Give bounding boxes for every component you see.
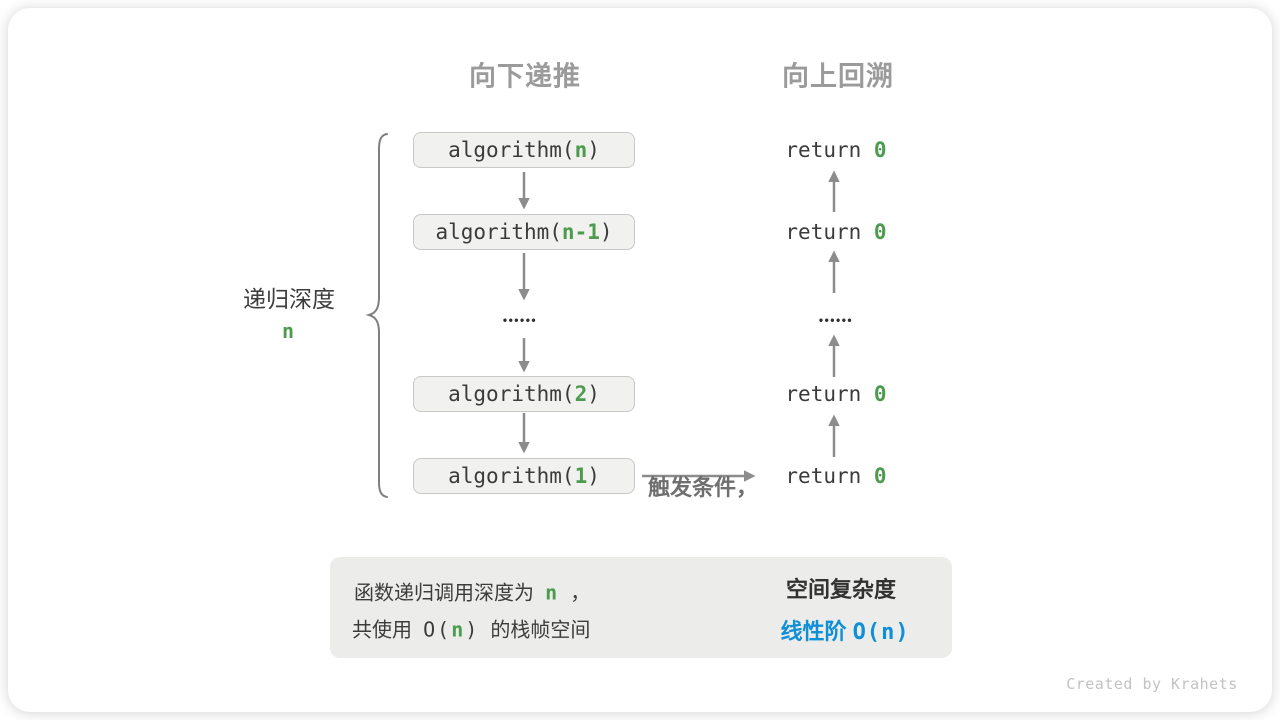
summary-l2-pre: 共使用	[352, 619, 424, 642]
return-keyword: return	[785, 220, 874, 244]
verdict-open: O(	[852, 620, 882, 645]
summary-line-1: 函数递归调用深度为 n ，	[354, 577, 590, 606]
return-keyword: return	[785, 382, 874, 406]
call-pre: algorithm(	[435, 220, 562, 244]
verdict-pre: 线性阶	[780, 619, 853, 644]
credit-text: Created by Krahets	[1066, 675, 1238, 693]
call-pre: algorithm(	[448, 138, 575, 162]
depth-value: n	[281, 319, 295, 343]
call-frame-text: algorithm(n)	[448, 138, 600, 162]
summary-l1-pre: 函数递归调用深度为	[354, 582, 546, 605]
summary-l2-post: 的栈帧空间	[479, 619, 591, 642]
call-frame-box-2: algorithm(2)	[413, 376, 635, 412]
call-post: )	[587, 382, 600, 406]
verdict-var: n	[881, 620, 896, 645]
header-downward-recursion: 向下递推	[469, 61, 581, 92]
call-frame-text: algorithm(2)	[448, 382, 600, 406]
summary-line-2: 共使用 O(n) 的栈帧空间	[352, 614, 590, 643]
call-arg: n-1	[561, 220, 600, 244]
return-statement-2: return 0	[785, 220, 886, 244]
verdict-close: )	[895, 620, 910, 645]
complexity-title: 空间复杂度	[785, 577, 897, 602]
summary-l2-close: )	[465, 617, 480, 642]
summary-l2-open: O(	[423, 617, 452, 642]
call-arg: n	[574, 138, 588, 162]
return-value: 0	[873, 220, 887, 244]
call-frame-text: algorithm(1)	[448, 464, 600, 488]
return-statement-4: return 0	[785, 464, 886, 488]
summary-panel	[330, 557, 952, 658]
return-keyword: return	[785, 138, 874, 162]
call-post: )	[587, 138, 600, 162]
call-frame-box-1: algorithm(1)	[413, 458, 635, 494]
header-upward-backtrack: 向上回溯	[782, 61, 894, 92]
ellipsis-right: ••••••	[818, 313, 854, 327]
call-post: )	[587, 464, 600, 488]
return-keyword: return	[785, 464, 874, 488]
return-statement-1: return 0	[785, 138, 886, 162]
call-frame-box-n-1: algorithm(n-1)	[413, 214, 635, 250]
return-statement-3: return 0	[785, 382, 886, 406]
call-arg: 2	[574, 382, 588, 406]
return-value: 0	[873, 464, 887, 488]
return-value: 0	[873, 138, 887, 162]
call-frame-text: algorithm(n-1)	[435, 220, 612, 244]
call-pre: algorithm(	[448, 464, 575, 488]
summary-l2-var: n	[451, 617, 466, 642]
call-post: )	[599, 220, 613, 244]
call-arg: 1	[574, 464, 588, 488]
complexity-verdict: 线性阶 O(n)	[780, 614, 909, 646]
trigger-line-1: 触发条件，	[648, 475, 759, 500]
depth-label: 递归深度	[243, 286, 335, 312]
summary-l1-var: n	[545, 580, 560, 605]
summary-l1-post: ，	[559, 582, 591, 605]
call-pre: algorithm(	[448, 382, 575, 406]
return-value: 0	[873, 382, 887, 406]
call-frame-box-n: algorithm(n)	[413, 132, 635, 168]
ellipsis-left: ••••••	[502, 313, 538, 327]
